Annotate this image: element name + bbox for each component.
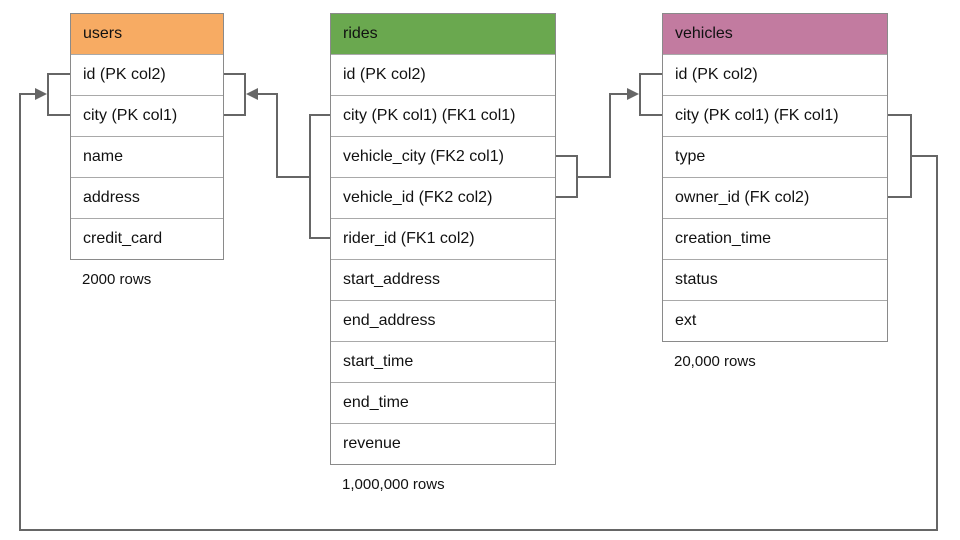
connector-line (19, 93, 938, 531)
row-count-label: 1,000,000 rows (342, 476, 445, 493)
column-row: owner_id (FK col2) (663, 177, 887, 218)
arrowhead-left-icon (246, 88, 258, 100)
column-row: address (71, 177, 223, 218)
column-row: start_address (331, 259, 555, 300)
column-row: city (PK col1) (FK1 col1) (331, 95, 555, 136)
row-count-label: 2000 rows (82, 271, 152, 288)
table-title: vehicles (675, 25, 733, 42)
column-row: credit_card (71, 218, 223, 259)
column-row: type (663, 136, 887, 177)
vehicles-left-bracket (639, 73, 662, 116)
vehicles-right-bracket (886, 114, 912, 198)
table-title: users (83, 25, 123, 42)
users-right-bracket (222, 73, 246, 116)
column-row: start_time (331, 341, 555, 382)
table-header-users: users (71, 14, 223, 54)
column-row: vehicle_id (FK2 col2) (331, 177, 555, 218)
table-header-rides: rides (331, 14, 555, 54)
relationship-rides-users (222, 73, 330, 239)
connector-line (258, 93, 310, 178)
relationship-rides-vehicles (554, 73, 662, 198)
column-row: creation_time (663, 218, 887, 259)
column-row: name (71, 136, 223, 177)
column-row: rider_id (FK1 col2) (331, 218, 555, 259)
table-vehicles: vehicles id (PK col2)city (PK col1) (FK … (662, 13, 888, 370)
column-row: end_time (331, 382, 555, 423)
arrowhead-right-icon (627, 88, 639, 100)
connector-line (577, 93, 627, 178)
table-rows: id (PK col2)city (PK col1) (FK1 col1)veh… (331, 54, 555, 464)
arrowhead-right-icon (35, 88, 47, 100)
column-row: id (PK col2) (663, 54, 887, 95)
column-row: city (PK col1) (FK col1) (663, 95, 887, 136)
column-row: vehicle_city (FK2 col1) (331, 136, 555, 177)
column-row: status (663, 259, 887, 300)
column-row: id (PK col2) (71, 54, 223, 95)
table-title: rides (343, 25, 378, 42)
rides-right-bracket (554, 155, 578, 198)
column-row: id (PK col2) (331, 54, 555, 95)
table-header-vehicles: vehicles (663, 14, 887, 54)
table-rows: id (PK col2)city (PK col1) (FK col1)type… (663, 54, 887, 341)
rides-left-bracket (309, 114, 330, 239)
column-row: end_address (331, 300, 555, 341)
row-count-label: 20,000 rows (674, 353, 756, 370)
table-rides: rides id (PK col2)city (PK col1) (FK1 co… (330, 13, 556, 493)
relationship-vehicles-users (19, 73, 938, 531)
column-row: city (PK col1) (71, 95, 223, 136)
column-row: revenue (331, 423, 555, 464)
column-row: ext (663, 300, 887, 341)
users-left-bracket (47, 73, 70, 116)
